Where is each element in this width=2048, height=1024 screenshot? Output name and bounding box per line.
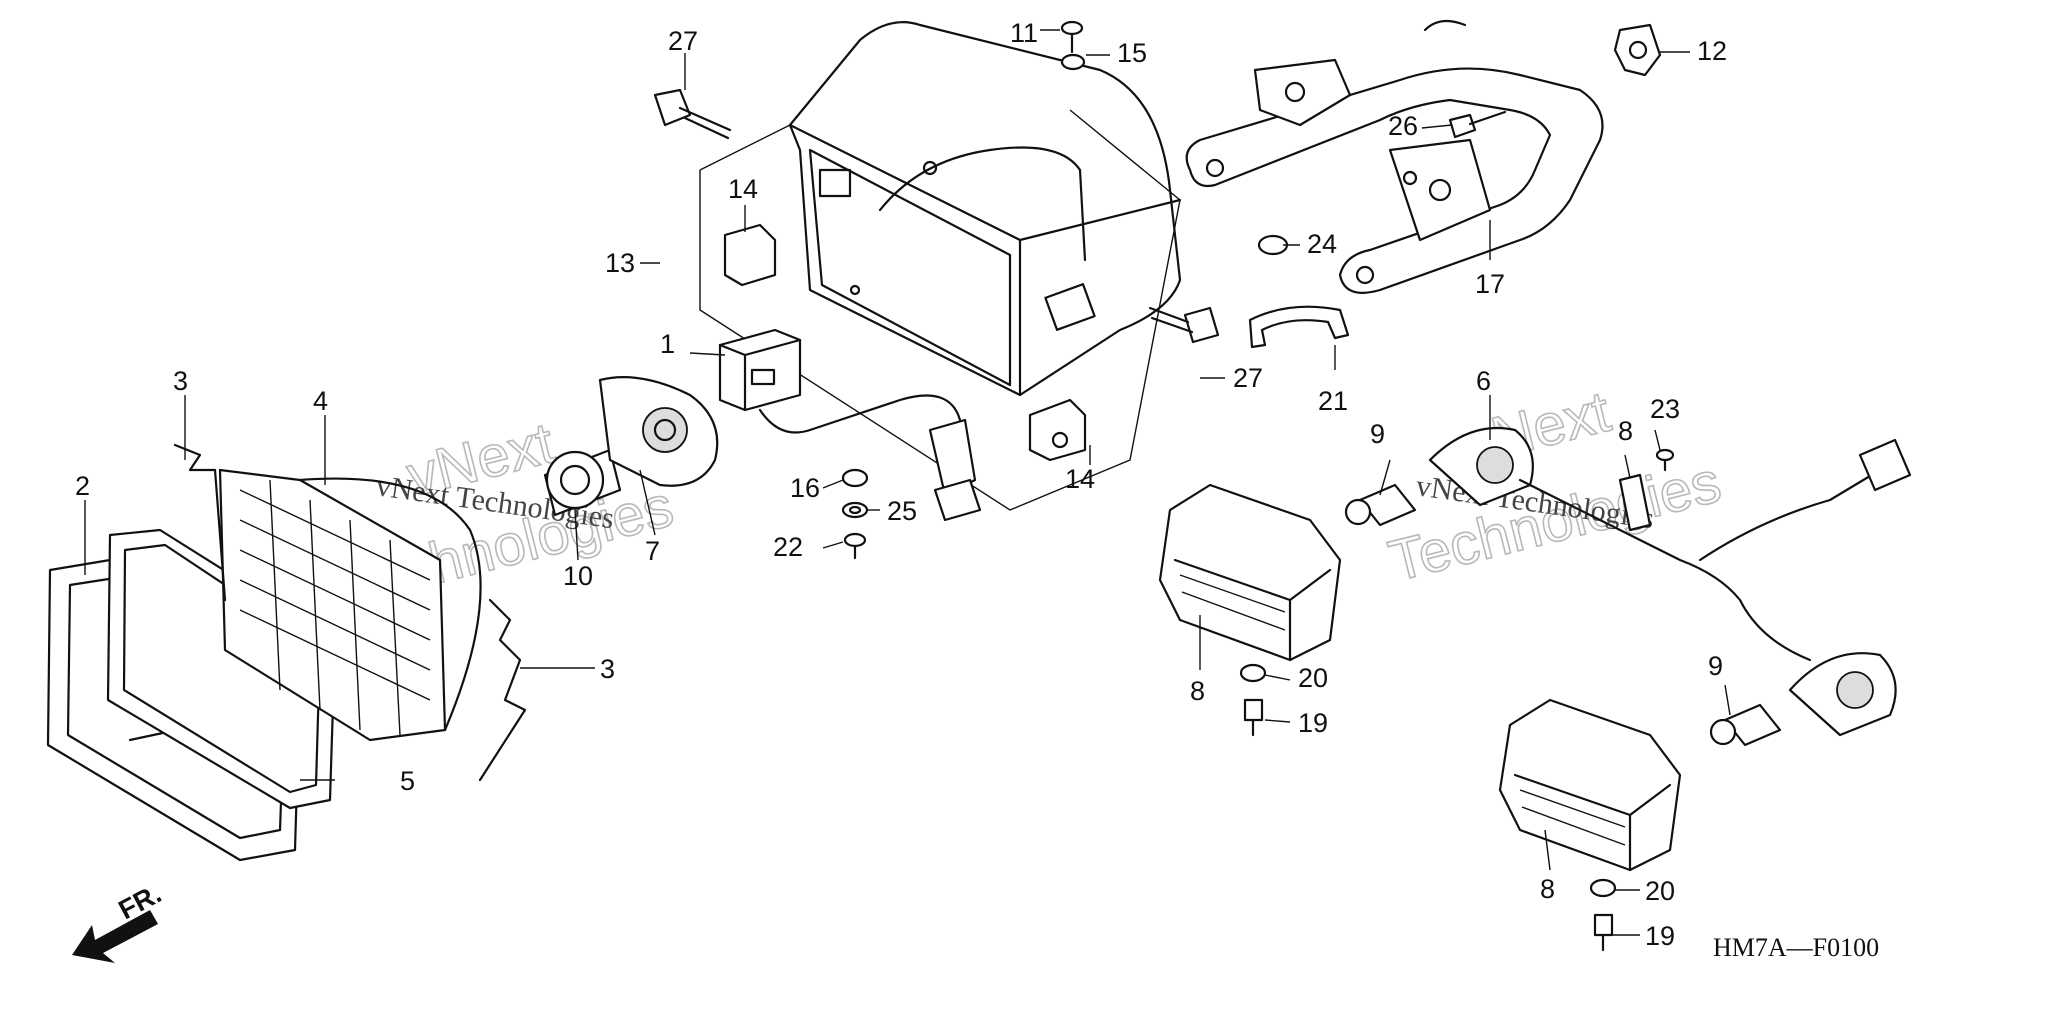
spring-3-bottom bbox=[478, 598, 527, 782]
callout-3-top: 3 bbox=[173, 366, 188, 396]
callout-24: 24 bbox=[1307, 229, 1337, 259]
callout-17: 17 bbox=[1475, 269, 1505, 299]
callout-6: 6 bbox=[1476, 366, 1491, 396]
bracket-8-small bbox=[1618, 473, 1652, 532]
callout-20-upper: 20 bbox=[1298, 663, 1328, 693]
bolt-19-lower bbox=[1593, 913, 1614, 952]
callout-27-top: 27 bbox=[668, 26, 698, 56]
callout-14-right: 14 bbox=[1065, 464, 1095, 494]
callout-5: 5 bbox=[400, 766, 415, 796]
callout-14-left: 14 bbox=[728, 174, 758, 204]
switch-connector-1 bbox=[718, 328, 802, 412]
socket-6-lower bbox=[1788, 652, 1897, 737]
callout-9-lower: 9 bbox=[1708, 651, 1723, 681]
spring-3-top bbox=[173, 443, 227, 602]
nut-20-lower bbox=[1589, 878, 1617, 898]
washer-25 bbox=[841, 501, 869, 519]
front-label: FR. bbox=[114, 878, 166, 925]
bulb-10 bbox=[543, 448, 622, 517]
callout-11: 11 bbox=[1010, 18, 1038, 48]
front-arrow-icon: FR. bbox=[72, 878, 166, 963]
headlight-case bbox=[699, 21, 1182, 511]
nut-15 bbox=[1060, 53, 1086, 71]
callout-8-lower: 8 bbox=[1540, 874, 1555, 904]
callout-15: 15 bbox=[1117, 38, 1147, 68]
callout-22: 22 bbox=[773, 532, 803, 562]
callout-26: 26 bbox=[1388, 111, 1418, 141]
callout-13: 13 bbox=[605, 248, 635, 278]
callout-16: 16 bbox=[790, 473, 820, 503]
callout-8-small: 8 bbox=[1618, 416, 1633, 446]
callout-25: 25 bbox=[887, 496, 917, 526]
nut-20-upper bbox=[1239, 663, 1267, 683]
sealed-beam-4 bbox=[218, 468, 482, 742]
diagram-code: HM7A—F0100 bbox=[1713, 933, 1879, 962]
callout-19-upper: 19 bbox=[1298, 708, 1328, 738]
grommet-16 bbox=[841, 468, 869, 488]
leader-lines bbox=[84, 29, 1731, 936]
wire-harness-left bbox=[758, 394, 963, 452]
callout-19-lower: 19 bbox=[1645, 921, 1675, 951]
watermark-right: vNext Technologies bbox=[1382, 378, 1728, 595]
connector-right bbox=[1858, 438, 1912, 492]
screw-22 bbox=[843, 532, 867, 560]
callout-10: 10 bbox=[563, 561, 593, 591]
callout-2: 2 bbox=[75, 471, 90, 501]
grommet-14-left bbox=[723, 223, 777, 287]
callouts: 27 11 15 12 26 14 13 24 17 1 3 4 27 21 6… bbox=[75, 18, 1727, 951]
bolt-19-upper bbox=[1243, 698, 1264, 737]
socket-6 bbox=[1428, 426, 1534, 507]
clamp-21 bbox=[1248, 305, 1350, 349]
bulb-9-lower bbox=[1709, 703, 1782, 747]
screw-11 bbox=[1060, 20, 1084, 54]
callout-4: 4 bbox=[313, 386, 328, 416]
bolt-27-top bbox=[653, 88, 732, 140]
callout-3-bottom: 3 bbox=[600, 654, 615, 684]
bulb-9-upper bbox=[1344, 483, 1417, 527]
callout-8-upper: 8 bbox=[1190, 676, 1205, 706]
gasket-5 bbox=[106, 528, 337, 810]
callout-12: 12 bbox=[1697, 36, 1727, 66]
callout-9-upper: 9 bbox=[1370, 419, 1385, 449]
screw-23 bbox=[1655, 448, 1675, 472]
bolt-26 bbox=[1448, 110, 1507, 139]
callout-23: 23 bbox=[1650, 394, 1680, 424]
wire-harness-right bbox=[1518, 468, 1882, 662]
callout-1: 1 bbox=[660, 329, 675, 359]
callout-7: 7 bbox=[645, 536, 660, 566]
bolt-27-right bbox=[1148, 306, 1220, 344]
callout-27-right: 27 bbox=[1233, 363, 1263, 393]
foglight-8-lower bbox=[1498, 698, 1682, 872]
wire-coupler bbox=[928, 418, 982, 522]
bulb-socket-12 bbox=[1613, 23, 1662, 77]
socket-7 bbox=[598, 376, 719, 487]
nut-24 bbox=[1257, 234, 1289, 256]
callout-21: 21 bbox=[1318, 386, 1348, 416]
foglight-8-upper bbox=[1158, 483, 1342, 662]
guard-bracket bbox=[1185, 19, 1604, 294]
callout-20-lower: 20 bbox=[1645, 876, 1675, 906]
grommet-14-right bbox=[1028, 398, 1087, 462]
